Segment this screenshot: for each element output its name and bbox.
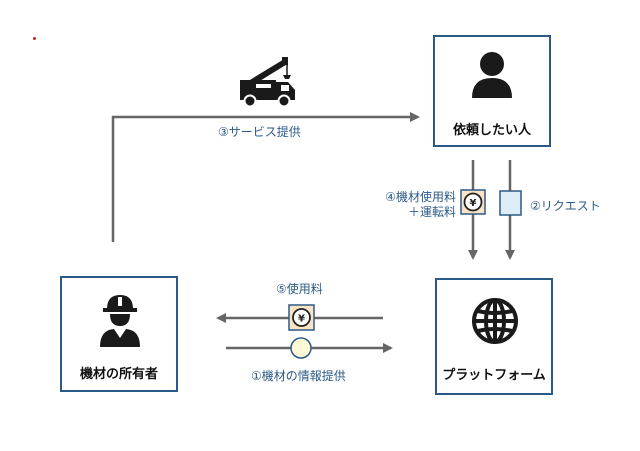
owner-label: 機材の所有者	[79, 367, 158, 382]
payment-flow-label-line2: ＋運転料	[407, 205, 456, 219]
svg-text:¥: ¥	[470, 198, 477, 209]
payment-flow-label-line1: ④機材使用料	[385, 190, 456, 204]
yen-coin-icon: ¥	[460, 189, 486, 215]
globe-icon	[472, 298, 518, 344]
info-circle-icon	[290, 337, 312, 359]
equipment-info-flow-label: ①機材の情報提供	[251, 369, 346, 383]
requester-label: 依頼したい人	[452, 123, 531, 138]
usage-fee-flow-label: ⑤使用料	[276, 282, 323, 296]
document-icon	[499, 190, 522, 216]
stray-dot	[33, 37, 36, 40]
worker-hardhat-icon	[100, 295, 140, 347]
person-icon	[472, 52, 512, 98]
platform-node: プラットフォーム	[435, 278, 553, 395]
service-flow-label: ③サービス提供	[218, 125, 301, 139]
svg-text:¥: ¥	[298, 314, 305, 325]
platform-label: プラットフォーム	[442, 368, 546, 383]
request-flow-label: ②リクエスト	[530, 199, 601, 213]
service-arrow	[111, 112, 420, 242]
requester-node: 依頼したい人	[433, 35, 551, 147]
owner-node: 機材の所有者	[60, 276, 178, 392]
crane-truck-icon	[240, 57, 295, 108]
payment-flow-label: ④機材使用料 ＋運転料	[376, 190, 456, 220]
yen-coin-icon: ¥	[288, 304, 315, 331]
